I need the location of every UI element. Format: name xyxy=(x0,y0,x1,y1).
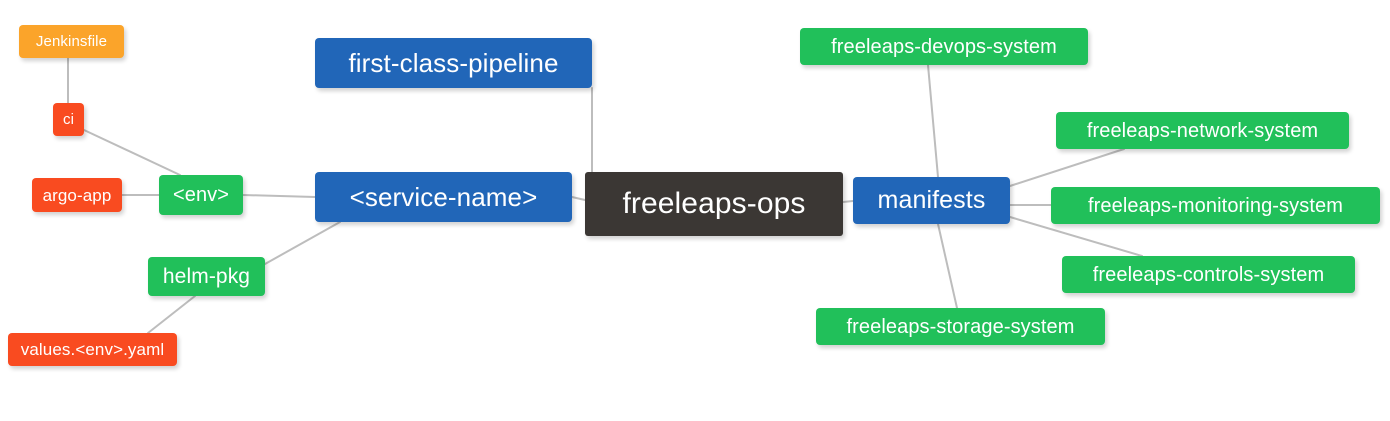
edge-env-to-ci xyxy=(83,129,181,176)
node-storage[interactable]: freeleaps-storage-system xyxy=(816,308,1105,345)
node-argo[interactable]: argo-app xyxy=(32,178,122,212)
edge-service-to-helm xyxy=(264,221,341,265)
edge-helm-to-values xyxy=(147,295,196,334)
edge-service-to-env xyxy=(242,194,316,198)
edge-manifests-to-devops xyxy=(927,64,939,178)
node-manifests[interactable]: manifests xyxy=(853,177,1010,224)
node-controls[interactable]: freeleaps-controls-system xyxy=(1062,256,1355,293)
node-root[interactable]: freeleaps-ops xyxy=(585,172,843,236)
edge-root-to-manifests xyxy=(842,200,854,203)
edge-manifests-to-network xyxy=(1009,148,1125,187)
node-jenkinsfile[interactable]: Jenkinsfile xyxy=(19,25,124,58)
edge-manifests-to-storage xyxy=(937,223,958,309)
node-devops[interactable]: freeleaps-devops-system xyxy=(800,28,1088,65)
node-helm[interactable]: helm-pkg xyxy=(148,257,265,296)
node-pipeline[interactable]: first-class-pipeline xyxy=(315,38,592,88)
node-ci[interactable]: ci xyxy=(53,103,84,136)
edge-root-to-service xyxy=(571,196,586,201)
node-service[interactable]: <service-name> xyxy=(315,172,572,222)
node-network[interactable]: freeleaps-network-system xyxy=(1056,112,1349,149)
node-monitoring[interactable]: freeleaps-monitoring-system xyxy=(1051,187,1380,224)
node-env[interactable]: <env> xyxy=(159,175,243,215)
node-values[interactable]: values.<env>.yaml xyxy=(8,333,177,366)
